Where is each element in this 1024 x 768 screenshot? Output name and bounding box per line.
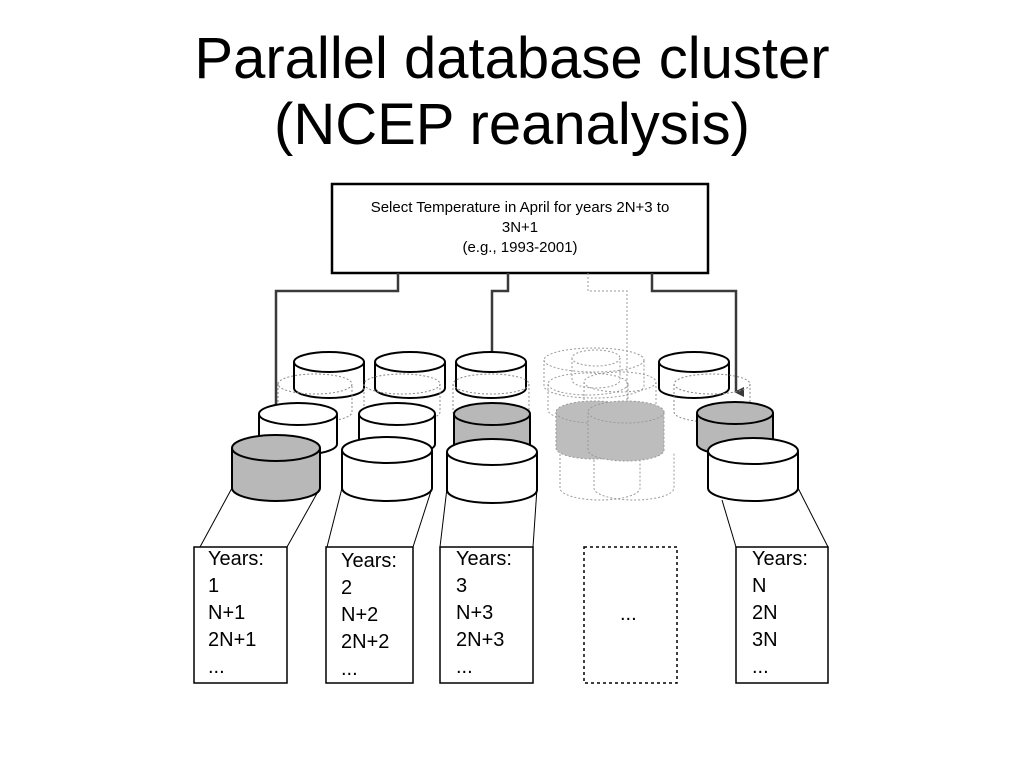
disk-front-2: [341, 436, 433, 502]
year-box-line: ...: [208, 656, 225, 678]
year-box-line: 1: [208, 575, 220, 597]
year-box-line: ...: [620, 603, 637, 625]
title-line-2: (NCEP reanalysis): [274, 92, 750, 157]
disk-back-n: [658, 351, 730, 399]
year-box-2-frame: [325, 546, 414, 684]
year-box-line: Years:: [341, 550, 397, 572]
disk-front-n: [707, 437, 799, 502]
year-box-line: ...: [341, 658, 358, 680]
year-box-line: 2N: [752, 602, 778, 624]
year-box-line: N+1: [208, 602, 246, 624]
query-box: [330, 182, 710, 275]
year-box-line: Years:: [752, 548, 808, 570]
year-box-line: 2N+1: [208, 629, 257, 651]
year-box-line: 3: [456, 575, 468, 597]
year-box-2: Years: 2 N+2 2N+2 ...: [341, 548, 397, 683]
disk-back-3: [455, 351, 527, 399]
slide-title: Parallel database cluster (NCEP reanalys…: [0, 26, 1024, 158]
connector-node-1: [274, 273, 400, 437]
year-box-line: ...: [752, 656, 769, 678]
year-box-n: Years: N 2N 3N ...: [752, 546, 808, 681]
year-box-line: N+3: [456, 602, 494, 624]
disk-back-1: [293, 351, 365, 399]
query-text: Select Temperature in April for years 2N…: [336, 198, 704, 258]
year-box-ellipsis: ...: [620, 601, 637, 628]
year-box-3-frame: [439, 546, 534, 684]
disk-front-1-selected: [231, 434, 321, 502]
year-box-line: Years:: [456, 548, 512, 570]
ghost-disk-shaded-2: [587, 400, 665, 462]
connector-node-3: [490, 273, 510, 398]
title-line-1: Parallel database cluster: [194, 26, 830, 91]
year-box-line: 2: [341, 577, 353, 599]
year-box-line: 3N: [752, 629, 778, 651]
connector-node-n: [650, 273, 744, 397]
year-box-line: N+2: [341, 604, 379, 626]
query-line-2: 3N+1: [501, 219, 539, 236]
query-line-1: Select Temperature in April for years 2N…: [370, 199, 670, 216]
year-box-line: 2N+2: [341, 631, 390, 653]
disk-front-3: [446, 438, 538, 504]
callout-lines: [199, 487, 829, 548]
disk-back-2: [374, 351, 446, 399]
year-box-line: 2N+3: [456, 629, 505, 651]
ghost-connector: [587, 273, 628, 410]
year-box-1: Years: 1 N+1 2N+1 ...: [208, 546, 264, 681]
year-box-1-frame: [193, 546, 288, 684]
year-box-ellipsis-frame: [583, 546, 678, 684]
query-line-3: (e.g., 1993-2001): [462, 239, 578, 256]
year-box-n-frame: [735, 546, 829, 684]
year-box-line: N: [752, 575, 767, 597]
year-box-3: Years: 3 N+3 2N+3 ...: [456, 546, 512, 681]
year-box-line: Years:: [208, 548, 264, 570]
year-box-line: ...: [456, 656, 473, 678]
